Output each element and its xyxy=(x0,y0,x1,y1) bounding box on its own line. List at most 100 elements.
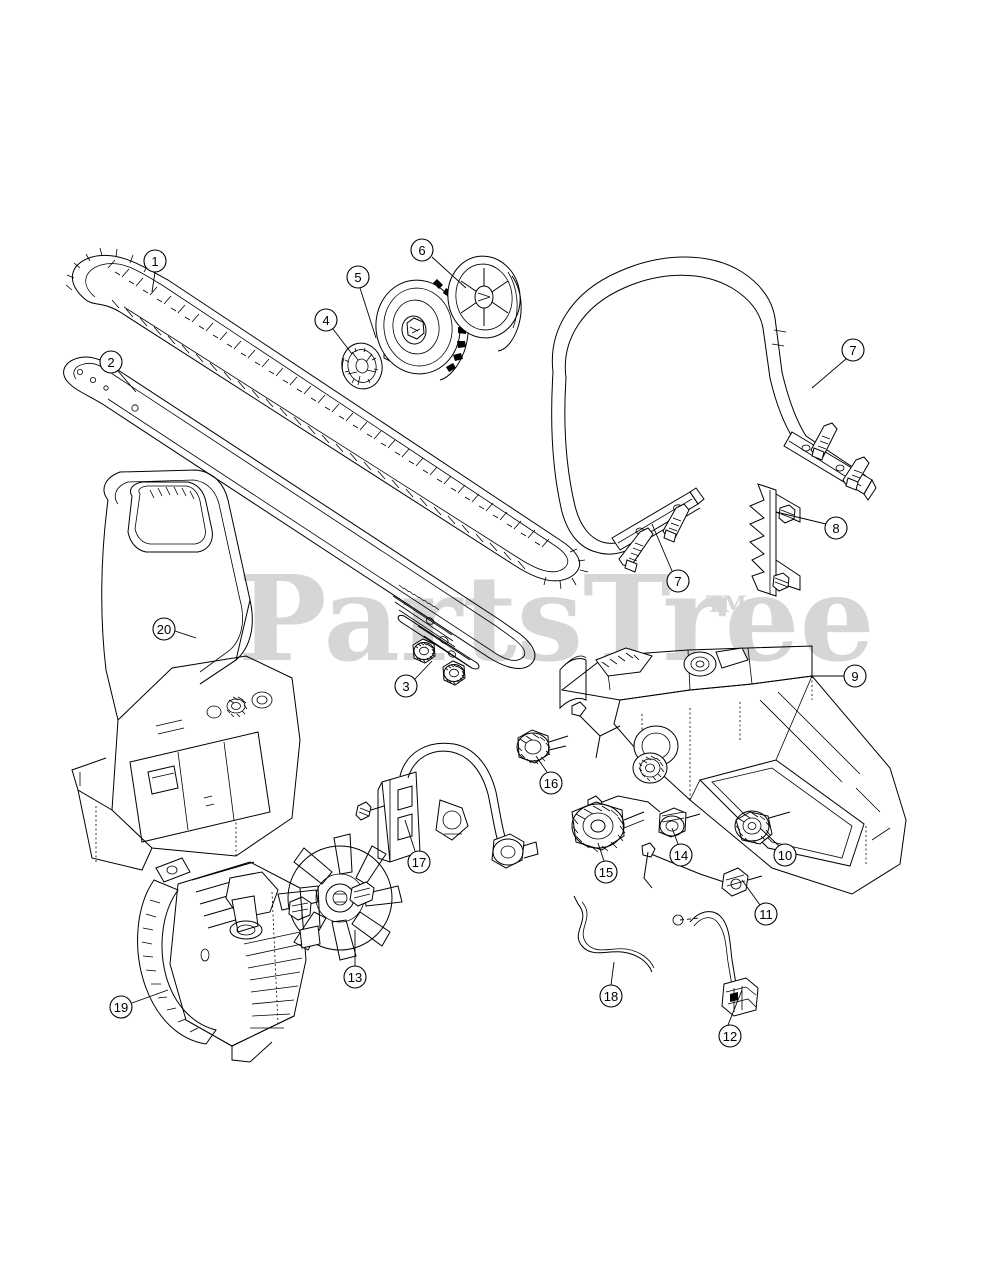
callout-bubble[interactable] xyxy=(773,843,797,867)
callout-leader-line xyxy=(174,630,197,639)
callout-bubble[interactable] xyxy=(594,860,618,884)
callout-4-clutch-assembly[interactable]: 4 xyxy=(314,308,353,355)
part-front-handle-housing xyxy=(71,469,301,871)
callout-bubble[interactable] xyxy=(314,308,338,332)
callout-number: 17 xyxy=(412,855,426,870)
callout-leader-line xyxy=(671,827,679,845)
callout-number: 7 xyxy=(674,574,681,589)
part-front-handle-bar xyxy=(551,256,877,555)
callout-7-handle-bolt[interactable]: 7 xyxy=(651,523,690,593)
callout-16-grommet-seal[interactable]: 16 xyxy=(535,755,563,795)
callout-bubble[interactable] xyxy=(718,1024,742,1048)
callout-18-wire-lead[interactable]: 18 xyxy=(599,961,623,1008)
callout-number: 14 xyxy=(674,848,688,863)
callout-number: 11 xyxy=(759,907,773,922)
callout-leader-line xyxy=(359,287,377,339)
callout-bubble[interactable] xyxy=(410,238,434,262)
part-throttle-trigger xyxy=(571,801,645,853)
callout-19-cylinder-muffler-assembly[interactable]: 19 xyxy=(109,989,169,1019)
callout-leader-line xyxy=(151,271,156,293)
callout-bubble[interactable] xyxy=(346,265,370,289)
part-guide-bar xyxy=(63,356,536,670)
callout-leader-line xyxy=(431,256,467,289)
callout-17-ignition-coil-module[interactable]: 17 xyxy=(404,819,431,874)
part-ground-wire xyxy=(672,911,759,1017)
callout-bubble[interactable] xyxy=(824,516,848,540)
part-bumper-spike xyxy=(749,483,801,597)
callout-bubble[interactable] xyxy=(109,995,133,1019)
callout-number: 18 xyxy=(604,989,618,1004)
callout-number: 1 xyxy=(151,254,158,269)
part-handle-bolt-left xyxy=(618,503,690,573)
callout-13-flywheel[interactable]: 13 xyxy=(343,930,367,989)
callout-bubble[interactable] xyxy=(152,617,176,641)
callout-number: 5 xyxy=(354,270,361,285)
part-clutch-drum xyxy=(375,255,522,381)
callout-number: 10 xyxy=(778,848,792,863)
part-bar-nut-lower xyxy=(442,660,466,686)
callout-number: 4 xyxy=(322,313,329,328)
callout-leader-line xyxy=(332,328,353,355)
part-cylinder-muffler xyxy=(137,857,321,1063)
callout-bubble[interactable] xyxy=(99,350,123,374)
callout-leader-line xyxy=(811,358,847,389)
callout-leader-line xyxy=(117,370,137,393)
part-ignition-coil xyxy=(355,742,539,869)
callout-11-switch-terminal[interactable]: 11 xyxy=(741,879,778,926)
callout-number: 12 xyxy=(723,1029,737,1044)
callout-number: 20 xyxy=(157,622,171,637)
callout-5-clutch-sprocket-bearing[interactable]: 5 xyxy=(346,265,377,339)
callout-leader-line xyxy=(610,961,615,986)
callout-number: 16 xyxy=(544,776,558,791)
callout-6-clutch-drum[interactable]: 6 xyxy=(410,238,467,289)
callout-8-bumper-spike[interactable]: 8 xyxy=(775,511,848,540)
callout-bubble[interactable] xyxy=(754,902,778,926)
callout-14-bushing[interactable]: 14 xyxy=(669,827,693,867)
callout-leader-line xyxy=(597,842,605,862)
callout-10-grommet[interactable]: 10 xyxy=(759,827,797,867)
callout-leader-line xyxy=(414,660,433,680)
callout-number: 3 xyxy=(402,679,409,694)
callout-bubble[interactable] xyxy=(666,569,690,593)
callout-3-bar-nut[interactable]: 3 xyxy=(394,660,433,698)
part-handle-bolt-right xyxy=(810,422,870,491)
callout-bubble[interactable] xyxy=(599,984,623,1008)
callout-leader-line xyxy=(759,827,780,847)
callout-number: 2 xyxy=(107,355,114,370)
callout-leader-line xyxy=(775,511,827,525)
callout-leader-line xyxy=(535,755,548,773)
callout-number: 19 xyxy=(114,1000,128,1015)
callout-12-ground-wire-terminal[interactable]: 12 xyxy=(718,989,743,1048)
callout-number: 7 xyxy=(849,343,856,358)
callout-9-rear-handle-housing[interactable]: 9 xyxy=(812,664,867,688)
callout-1-saw-chain[interactable]: 1 xyxy=(143,249,167,293)
callout-bubble[interactable] xyxy=(539,771,563,795)
callout-number: 15 xyxy=(599,865,613,880)
callout-15-throttle-trigger-assembly[interactable]: 15 xyxy=(594,842,618,884)
callout-number: 13 xyxy=(348,970,362,985)
callout-leader-line xyxy=(404,819,416,852)
callout-number: 8 xyxy=(832,521,839,536)
callout-leader-line xyxy=(727,989,743,1026)
callout-7-handle-bolt[interactable]: 7 xyxy=(811,338,865,389)
callout-bubble[interactable] xyxy=(407,850,431,874)
part-flywheel xyxy=(277,833,403,961)
part-grommet xyxy=(734,810,791,845)
part-bushing xyxy=(658,807,701,838)
callout-leader-line xyxy=(741,879,761,906)
part-wire-lead xyxy=(573,895,655,973)
callout-bubble[interactable] xyxy=(669,843,693,867)
callout-bubble[interactable] xyxy=(394,674,418,698)
callout-20-front-handle-housing[interactable]: 20 xyxy=(152,617,197,641)
callout-bubble[interactable] xyxy=(343,965,367,989)
callout-bubble[interactable] xyxy=(841,338,865,362)
callout-bubble[interactable] xyxy=(143,249,167,273)
svg-text:TM: TM xyxy=(706,592,747,618)
callout-bubble[interactable] xyxy=(843,664,867,688)
callout-leader-line xyxy=(131,989,169,1004)
callout-2-guide-bar[interactable]: 2 xyxy=(99,350,137,393)
part-seal-grommet xyxy=(516,729,569,765)
